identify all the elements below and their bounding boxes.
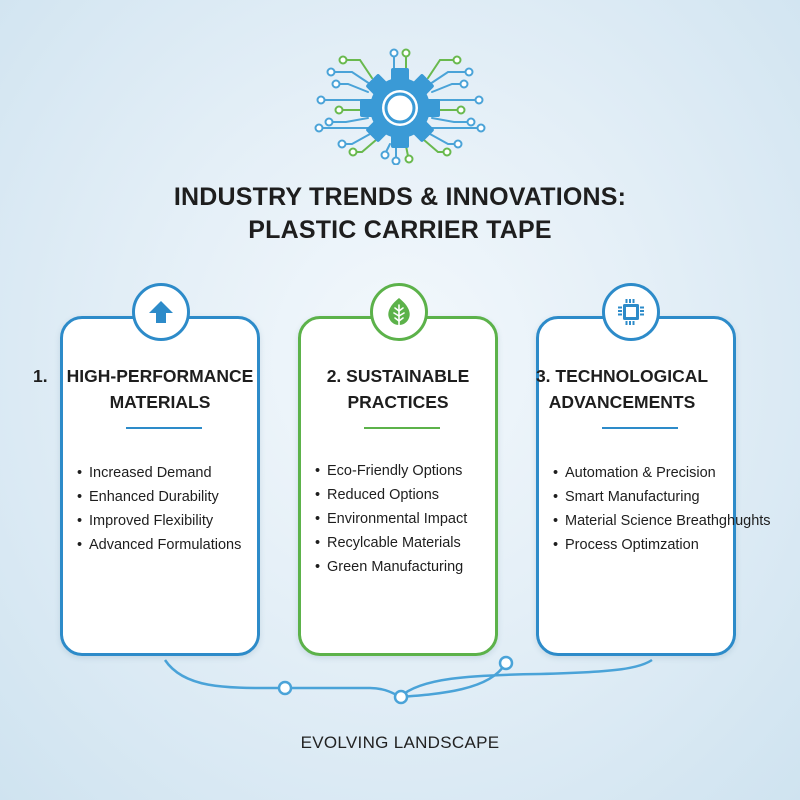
card-title-line-2: MATERIALS [109, 392, 211, 412]
list-item: Reduced Options [315, 483, 467, 507]
card-badge [132, 283, 190, 341]
list-item: Process Optimzation [553, 533, 771, 557]
bullet-list: Increased Demand Enhanced Durability Imp… [77, 461, 241, 557]
bullet-list: Automation & Precision Smart Manufacturi… [553, 461, 771, 557]
card-title: HIGH-PERFORMANCE MATERIALS [63, 363, 257, 415]
microchip-icon [618, 299, 644, 325]
footer-label: EVOLVING LANDSCAPE [300, 733, 500, 752]
card-divider [126, 427, 202, 429]
list-item: Green Manufacturing [315, 555, 467, 579]
card-title-line-2: ADVANCEMENTS [548, 392, 696, 412]
card-title: 2. SUSTAINABLE PRACTICES [301, 363, 495, 415]
list-item: Smart Manufacturing [553, 485, 771, 509]
leaf-icon [388, 298, 410, 326]
card-badge [602, 283, 660, 341]
list-item: Advanced Formulations [77, 533, 241, 557]
list-item: Enhanced Durability [77, 485, 241, 509]
card-divider [364, 427, 440, 429]
list-item: Material Science Breathghughts [553, 509, 771, 533]
card-title: 3. TECHNOLOGICAL ADVANCEMENTS [525, 363, 719, 415]
list-item: Eco-Friendly Options [315, 459, 467, 483]
up-arrow-icon [149, 301, 173, 323]
page-title-line-1: INDUSTRY TRENDS & INNOVATIONS: [173, 183, 627, 211]
list-item: Automation & Precision [553, 461, 771, 485]
card-sustainable-practices: 2. SUSTAINABLE PRACTICES Eco-Friendly Op… [298, 316, 498, 656]
card-divider [602, 427, 678, 429]
card-technological-advancements: 3. TECHNOLOGICAL ADVANCEMENTS Automation… [536, 316, 771, 656]
list-item: Improved Flexibility [77, 509, 241, 533]
list-item: Increased Demand [77, 461, 241, 485]
card-title-line-1: HIGH-PERFORMANCE [66, 366, 254, 386]
card-high-performance-materials: HIGH-PERFORMANCE MATERIALS Increased Dem… [60, 316, 260, 656]
page-title-line-2: PLASTIC CARRIER TAPE [248, 216, 552, 244]
list-item: Environmental Impact [315, 507, 467, 531]
card-title-line-1: 2. SUSTAINABLE [326, 366, 470, 386]
list-item: Recylcable Materials [315, 531, 467, 555]
card-badge [370, 283, 428, 341]
card-title-line-1: 3. TECHNOLOGICAL [535, 366, 709, 386]
card-title-line-2: PRACTICES [347, 392, 449, 412]
bullet-list: Eco-Friendly Options Reduced Options Env… [315, 459, 467, 579]
card-number: 1. [33, 366, 48, 386]
gear-circuit-icon [314, 48, 486, 165]
